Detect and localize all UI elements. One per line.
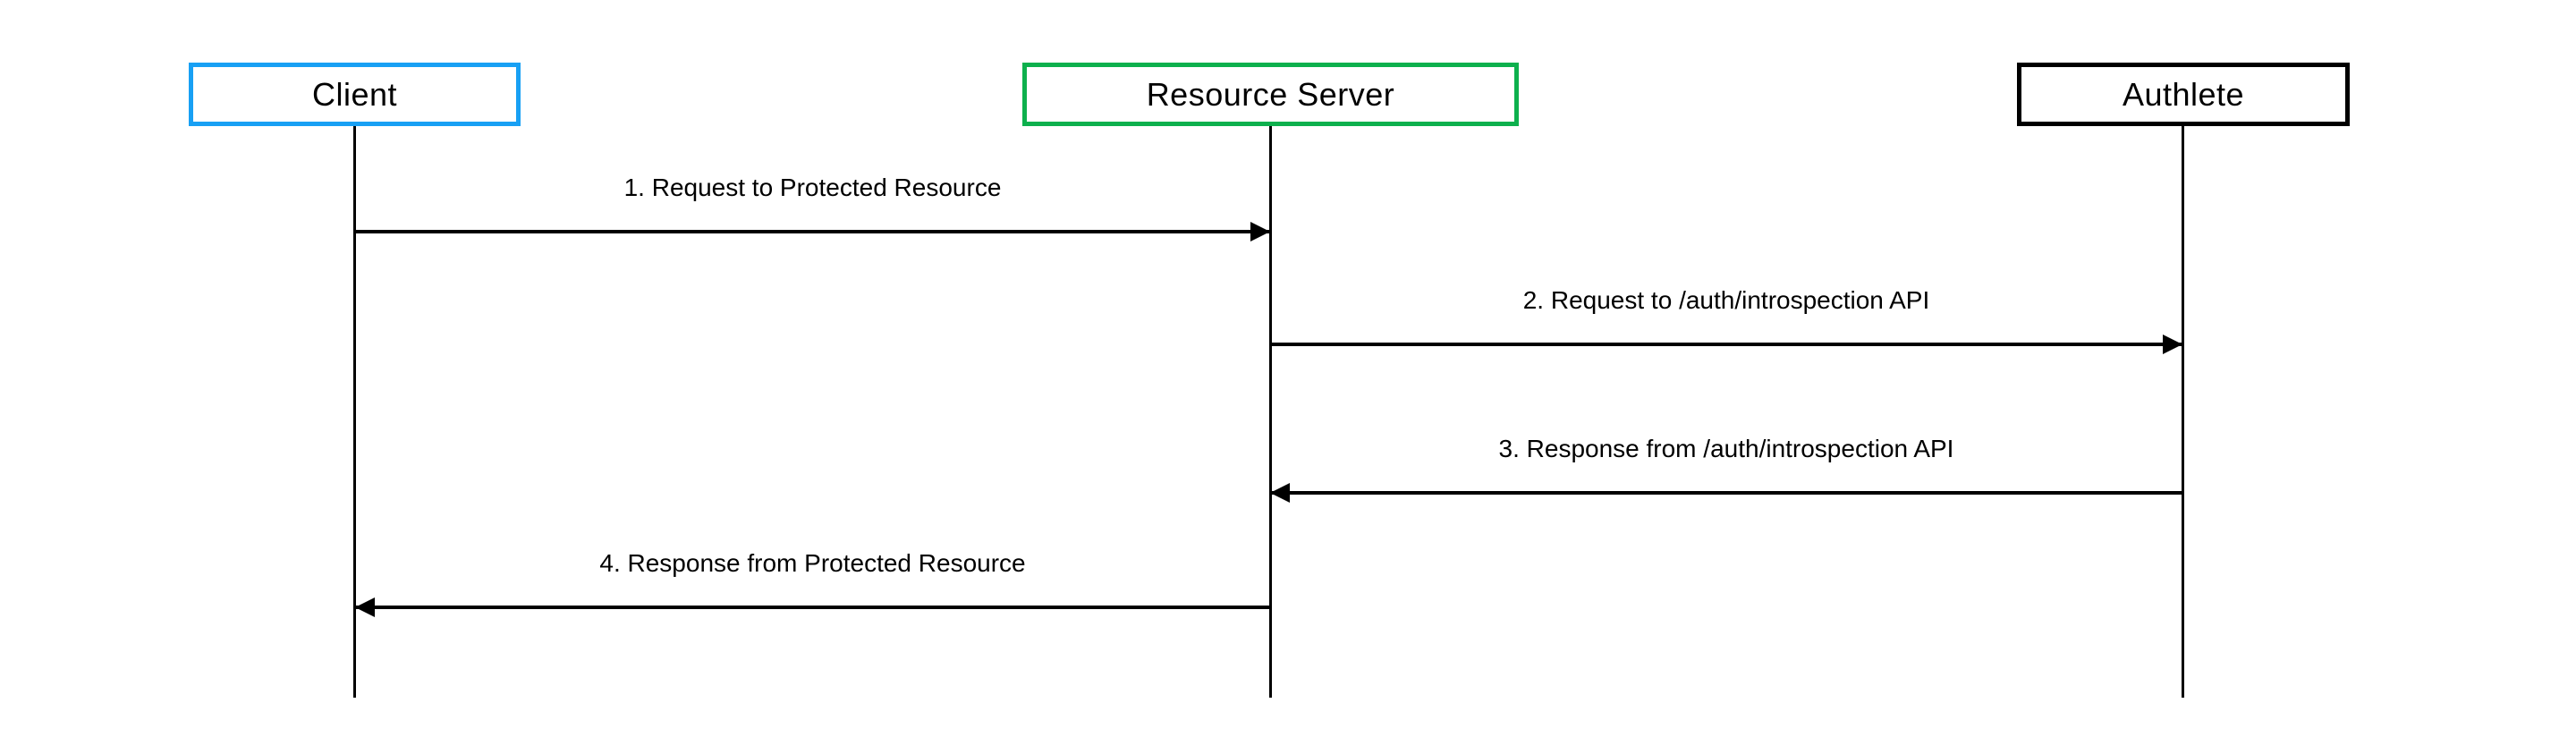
message-1-label: 1. Request to Protected Resource xyxy=(623,174,1002,201)
message-1: 1. Request to Protected Resource xyxy=(355,173,1270,233)
actor-label-authlete: Authlete xyxy=(2122,75,2245,113)
lifeline-resource-server xyxy=(1269,126,1272,698)
actor-box-authlete: Authlete xyxy=(2017,63,2350,126)
message-2-arrow-right xyxy=(1270,343,2182,346)
lifeline-client xyxy=(353,126,356,698)
message-4: 4. Response from Protected Resource xyxy=(355,548,1270,609)
message-1-arrow-right xyxy=(355,230,1270,233)
message-3: 3. Response from /auth/introspection API xyxy=(1270,434,2182,495)
actor-label-resource-server: Resource Server xyxy=(1146,75,1395,113)
message-4-label: 4. Response from Protected Resource xyxy=(599,549,1026,577)
message-2: 2. Request to /auth/introspection API xyxy=(1270,285,2182,346)
message-3-label: 3. Response from /auth/introspection API xyxy=(1498,435,1954,462)
actor-label-client: Client xyxy=(311,75,398,113)
message-4-arrow-left xyxy=(355,606,1270,609)
message-2-label: 2. Request to /auth/introspection API xyxy=(1522,286,1930,314)
actor-box-client: Client xyxy=(189,63,521,126)
lifeline-authlete xyxy=(2182,126,2184,698)
actor-box-resource-server: Resource Server xyxy=(1022,63,1519,126)
message-3-arrow-left xyxy=(1270,491,2182,495)
